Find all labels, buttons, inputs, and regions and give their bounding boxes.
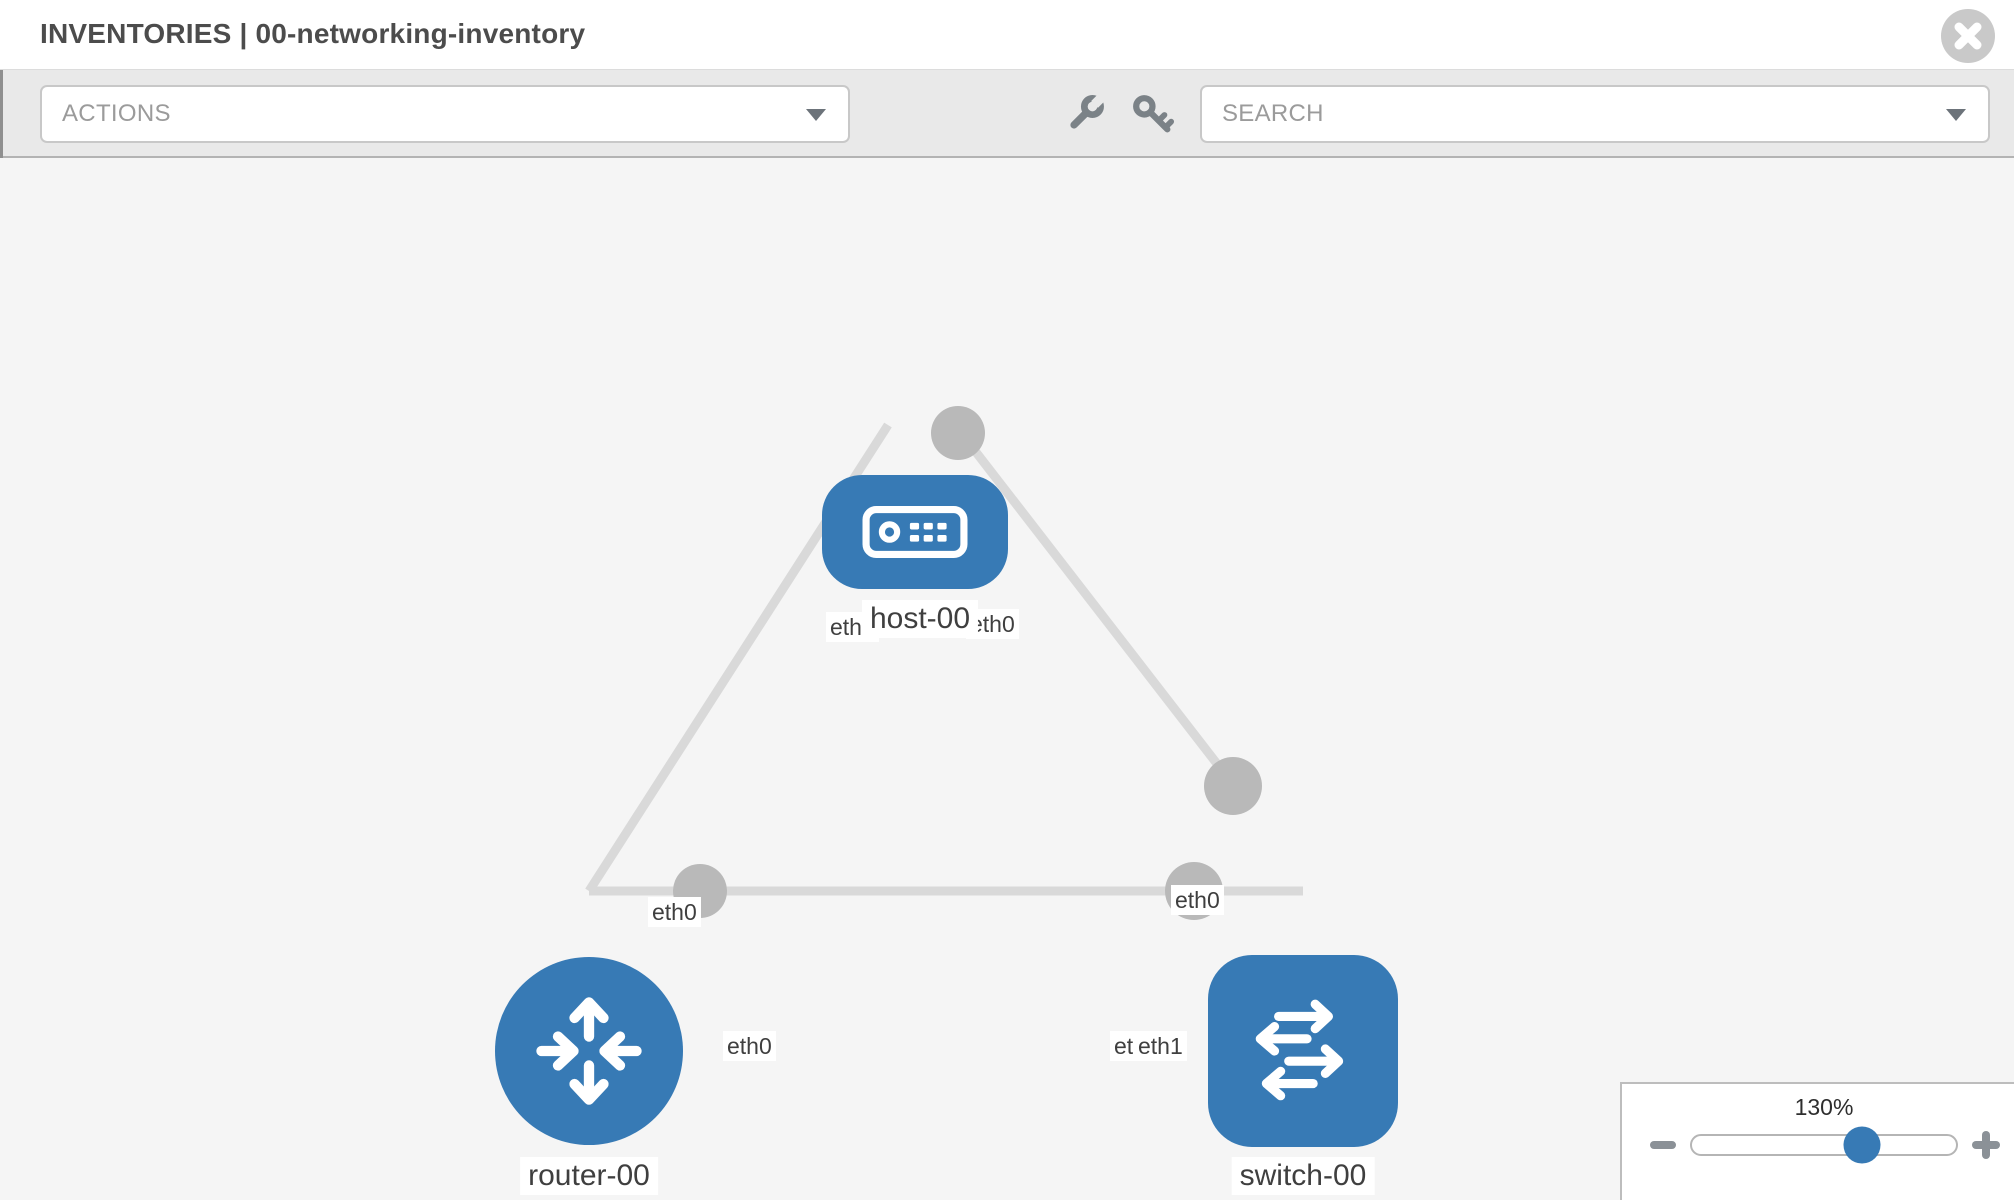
tools-button[interactable] [1059,88,1111,140]
node-label-host: host-00 [861,600,979,638]
node-label-router: router-00 [520,1157,658,1195]
chevron-down-icon [806,109,826,121]
link-host-switch [951,422,1249,803]
interface-connector-switch-top [1204,757,1262,815]
close-button[interactable] [1941,9,1995,63]
interface-label: eth0 [648,897,701,927]
page-title: INVENTORIES | 00-networking-inventory [40,18,586,49]
wrench-icon [1070,92,1107,129]
credentials-button[interactable] [1126,88,1178,140]
search-dropdown-label: SEARCH [1222,100,1324,127]
interface-label: eth0 [1171,885,1224,915]
interface-label: eth0 [723,1031,776,1061]
plus-icon [1982,1131,1990,1159]
zoom-in-button[interactable] [1972,1131,2000,1159]
zoom-level-text: 130% [1794,1094,1854,1120]
node-router-00[interactable] [495,957,683,1145]
topology-canvas[interactable]: eth0 eth0 eth0 eth0 eth0 eth0 eth1 host-… [0,160,2014,1200]
switch-icon [1255,999,1344,1101]
node-switch-00[interactable] [1208,955,1398,1147]
toolbar: ACTIONS SEARCH [0,70,2014,158]
zoom-out-button[interactable] [1648,1132,1678,1158]
toolbar-left-edge [0,70,3,158]
minus-icon [1650,1141,1676,1149]
page-header: INVENTORIES | 00-networking-inventory [0,0,2014,70]
router-icon [536,997,642,1105]
close-icon [1954,22,1982,50]
search-dropdown[interactable]: SEARCH [1200,85,1990,143]
node-label-switch: switch-00 [1231,1157,1375,1195]
interface-label: eth1 [1134,1031,1187,1061]
chevron-down-icon [1946,109,1966,121]
zoom-control-panel: 130% [1620,1082,2014,1200]
actions-dropdown[interactable]: ACTIONS [40,85,850,143]
host-icon [862,506,968,558]
interface-connector-host [931,406,985,460]
node-host-00[interactable] [822,475,1008,589]
actions-dropdown-label: ACTIONS [62,100,171,127]
key-icon [1133,95,1175,133]
topology-links-layer [585,406,1303,920]
zoom-slider-thumb[interactable] [1843,1126,1881,1164]
zoom-slider-track[interactable] [1690,1126,1958,1164]
